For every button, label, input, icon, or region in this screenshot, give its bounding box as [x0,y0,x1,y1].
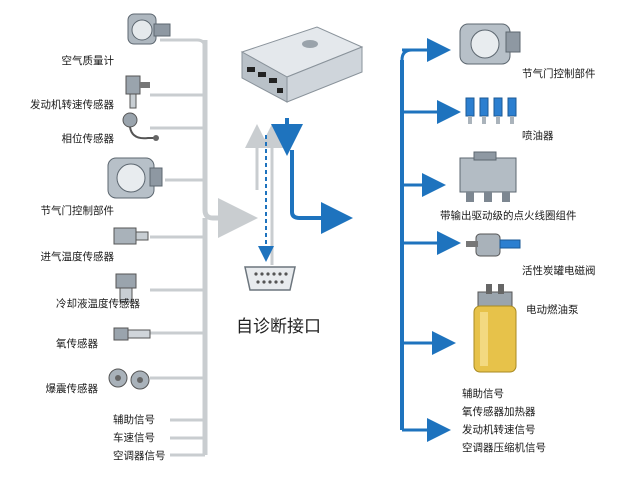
input-label-intake-temp: 进气温度传感器 [40,251,115,263]
output-label-ignition-coil: 带输出驱动级的点火线圈组件 [440,210,577,222]
input-label-knock: 爆震传感器 [45,383,99,395]
self-diagnosis-label: 自诊断接口 [236,317,321,337]
output-hook [400,48,413,61]
knock-sensor-icon [108,368,150,390]
coolant-sensor-icon [115,273,137,303]
input-label-crank-sensor: 发动机转速传感器 [30,99,114,111]
input-label-coolant-temp: 冷却液温度传感器 [56,298,140,310]
injector-icon [465,97,517,124]
input-label-cam-sensor: 相位传感器 [61,133,115,145]
input-label-airflow-meter: 空气质量计 [61,55,115,67]
output-signal-engine-speed: 发动机转速信号 [462,424,536,436]
solenoid-valve-icon [466,233,521,257]
input-signal-speed: 车速信号 [113,432,155,444]
input-signal-aux: 辅助信号 [113,414,155,426]
ignition-coil-icon [459,151,517,202]
output-label-fuel-pump: 电动燃油泵 [526,304,579,316]
output-label-injector: 喷油器 [522,130,554,142]
output-label-solenoid: 活性炭罐电磁阀 [522,265,596,277]
input-signal-ac: 空调器信号 [113,450,166,462]
output-label-throttle: 节气门控制部件 [522,68,596,80]
cam-sensor-icon [122,112,159,141]
throttle-body-out-icon [459,23,521,65]
input-branch-1 [160,38,207,49]
throttle-body-icon [107,157,163,199]
temp-sensor-icon [113,227,149,245]
crank-sensor-icon [125,75,150,109]
input-bus-line [202,40,258,238]
oxygen-sensor-icon [113,327,151,341]
output-signal-aux: 辅助信号 [462,388,504,400]
fuel-pump-icon [473,284,517,373]
input-label-oxygen: 氧传感器 [56,338,98,350]
output-signal-ac-compressor: 空调器压缩机信号 [462,442,546,454]
output-signal-o2-heater: 氧传感器加热器 [462,406,536,418]
input-label-throttle: 节气门控制部件 [40,205,115,217]
output-main-line [290,150,353,234]
ecu-control-unit-icon [240,26,364,103]
diagnosis-connector-icon [244,266,296,291]
airflow-meter-icon [127,13,171,45]
